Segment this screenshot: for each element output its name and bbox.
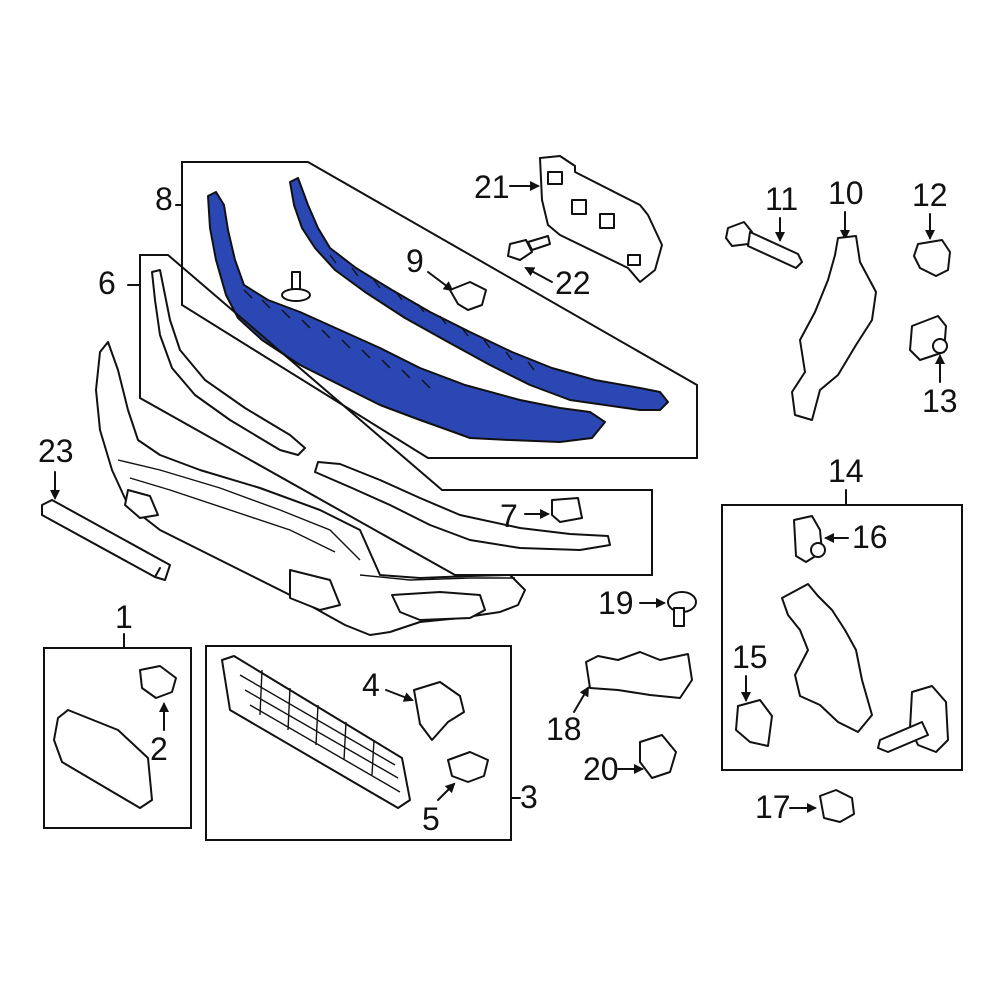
callout-9: 9 (406, 243, 424, 279)
grille-part-3[interactable] (221, 655, 411, 809)
upper-valance-part-8[interactable] (207, 177, 669, 443)
callout-6: 6 (98, 265, 116, 301)
callout-11: 11 (765, 181, 798, 217)
clip-part-12[interactable] (913, 239, 951, 277)
tow-hook-part[interactable] (909, 685, 949, 753)
retainer-part-7[interactable] (551, 497, 583, 523)
mount-bracket-part[interactable] (781, 583, 873, 733)
callout-17: 17 (755, 789, 791, 825)
callout-1: 1 (115, 599, 133, 635)
clip-part-4[interactable] (413, 681, 465, 741)
callout-5: 5 (422, 801, 440, 837)
group-box-8 (175, 161, 698, 459)
fastener-part-19[interactable] (667, 591, 697, 627)
callout-2: 2 (150, 731, 168, 767)
callout-7: 7 (500, 498, 518, 534)
license-bracket-part-21[interactable] (539, 155, 663, 283)
bumper-cover-part[interactable] (95, 341, 526, 636)
callout-10: 10 (828, 175, 864, 211)
bracket-part-18[interactable] (585, 651, 693, 699)
push-pin-fastener[interactable] (281, 271, 311, 302)
callout-3: 3 (520, 779, 538, 815)
callout-12: 12 (912, 177, 948, 213)
clip-part-5[interactable] (447, 751, 489, 783)
callout-21: 21 (474, 169, 510, 205)
callout-8: 8 (155, 181, 173, 217)
nut-part-20[interactable] (639, 734, 677, 779)
callout-13: 13 (922, 383, 958, 419)
callout-4: 4 (362, 667, 380, 703)
bolt-part-22[interactable] (507, 235, 551, 261)
bolt-part-11[interactable] (725, 221, 803, 269)
group-box-6 (127, 254, 653, 576)
clip-part-15[interactable] (735, 699, 773, 747)
callout-22: 22 (555, 265, 591, 301)
callout-16: 16 (852, 519, 888, 555)
group-box-1 (43, 647, 192, 829)
callout-20: 20 (583, 751, 619, 787)
callout-23: 23 (38, 433, 74, 469)
callout-15: 15 (732, 639, 768, 675)
group-box-3 (205, 645, 512, 841)
molding-part-6[interactable] (151, 269, 611, 551)
cover-part-1[interactable] (53, 709, 153, 809)
nut-part-17[interactable] (819, 789, 855, 823)
clip-part-9[interactable] (449, 281, 487, 311)
strip-part-23[interactable] (41, 499, 171, 581)
callout-18: 18 (546, 711, 582, 747)
callout-14: 14 (828, 453, 864, 489)
bracket-part-10[interactable] (791, 235, 877, 421)
callout-19: 19 (598, 585, 634, 621)
clip-part-2[interactable] (139, 665, 177, 699)
group-box-14 (721, 504, 963, 771)
